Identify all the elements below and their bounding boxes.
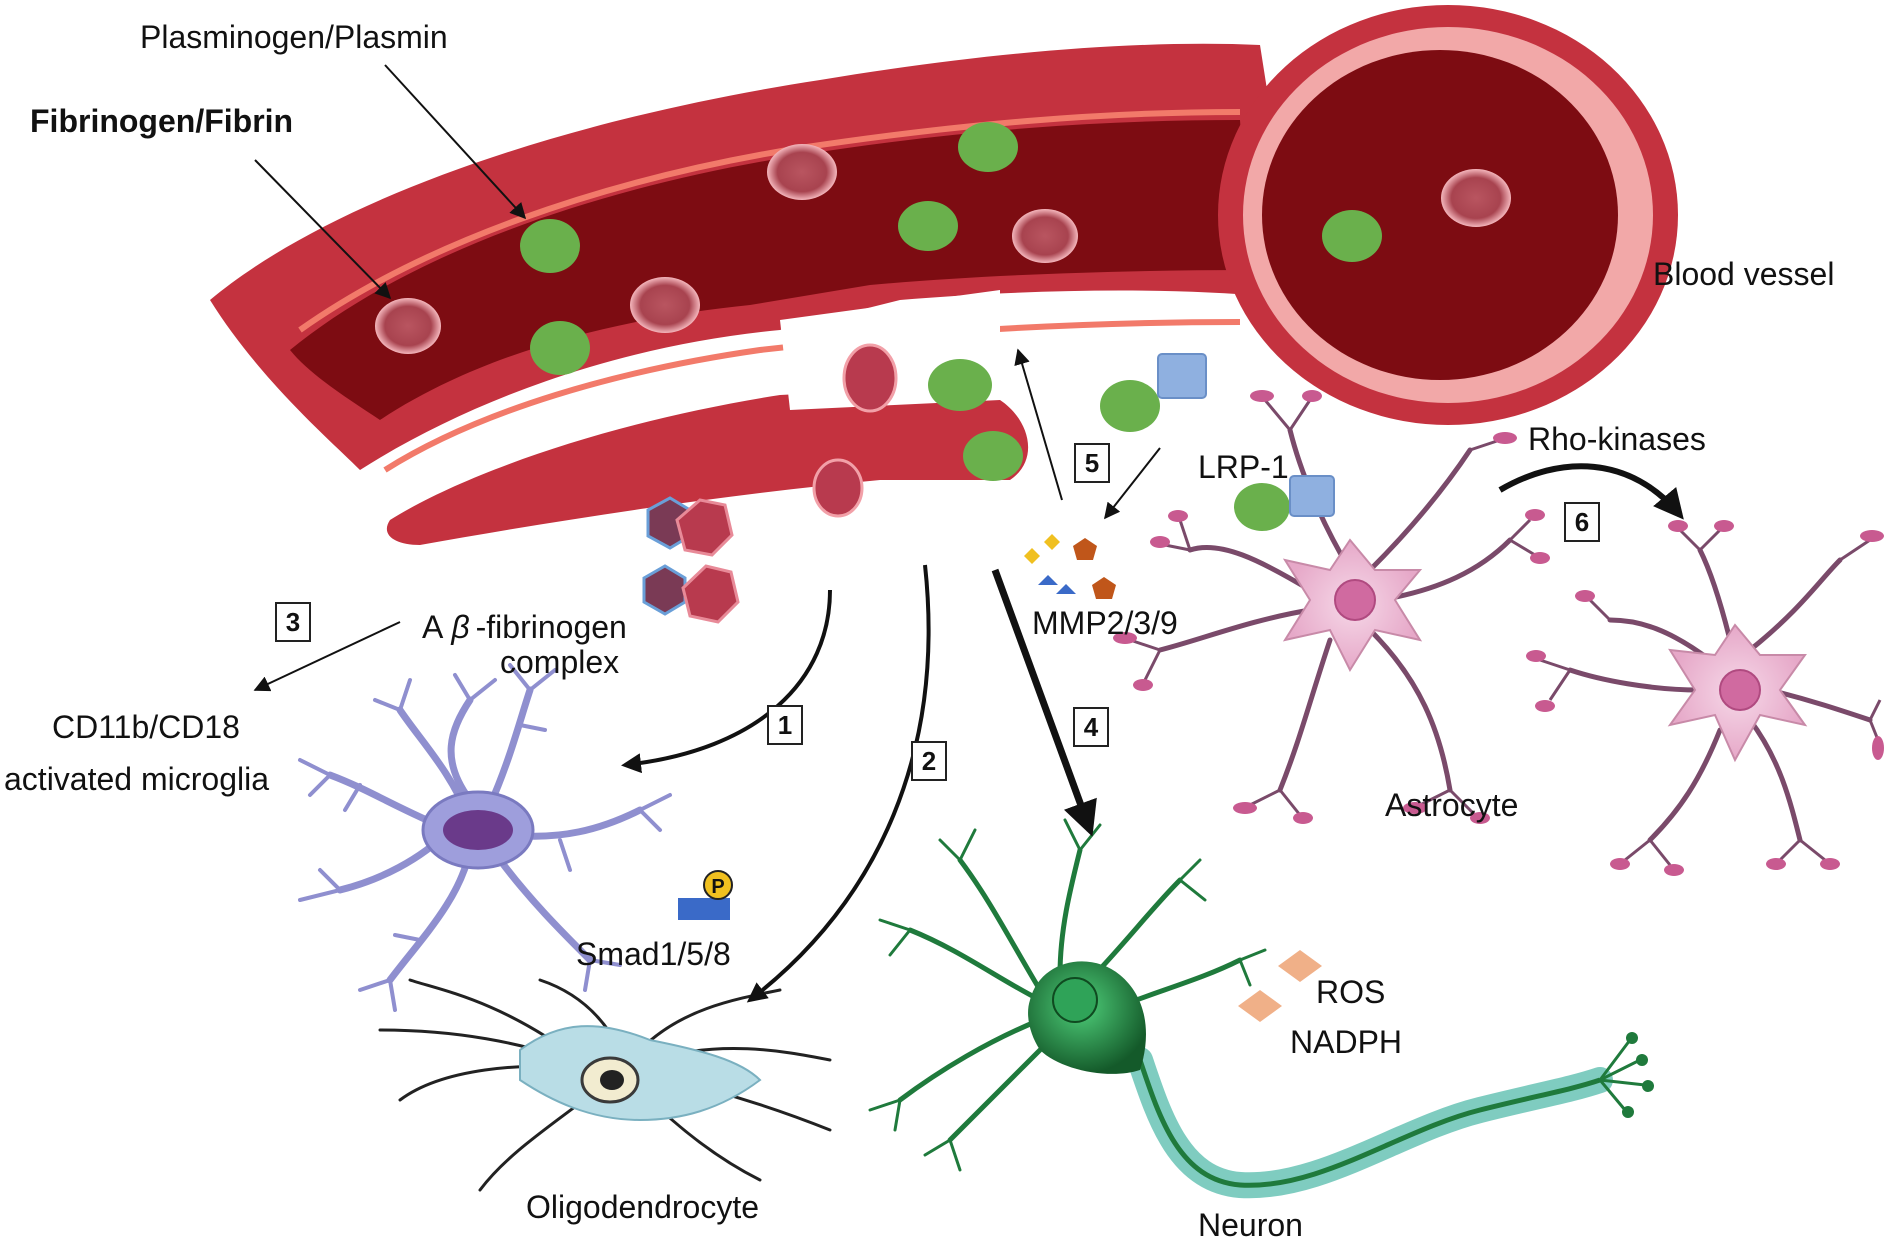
oligodendrocyte-body (519, 1025, 762, 1122)
rbc (375, 298, 441, 354)
fibrinogen-particle (520, 219, 580, 273)
phosphate-icon (703, 870, 733, 900)
arrow-pathway-2 (746, 564, 931, 1003)
label-ros: ROS (1316, 974, 1385, 1010)
label-astrocyte: Astrocyte (1385, 787, 1518, 823)
rbc-extravasated (812, 458, 864, 518)
mmp-triangle (1056, 584, 1076, 594)
vessel-lower-wall (386, 390, 1029, 545)
ros-particles (1238, 950, 1322, 1022)
svg-text:4: 4 (1084, 712, 1099, 742)
microglia-nucleus (443, 810, 513, 850)
rbc (630, 277, 700, 333)
astrocyte-right (1526, 520, 1884, 876)
label-fibrinogen: Fibrinogen/Fibrin (30, 103, 293, 139)
fibrinogen-particle (958, 122, 1018, 172)
label-rho-kinases: Rho-kinases (1528, 421, 1706, 457)
svg-text:5: 5 (1085, 448, 1099, 478)
lrp1-receptor (1157, 353, 1207, 399)
label-plasminogen: Plasminogen/Plasmin (140, 19, 448, 55)
arrow-pathway-3 (253, 621, 401, 692)
arrow-fibrinogen-pointer (254, 159, 392, 300)
neuron-axon (1137, 1059, 1601, 1188)
label-smad-phosphate: P (711, 876, 724, 898)
astrocyte-left-nucleus (1334, 579, 1376, 621)
fibrinogen-extravasated (1100, 380, 1160, 432)
rbc (767, 144, 837, 200)
smad-icon (678, 870, 733, 920)
neuron-cell (868, 818, 1654, 1199)
arrow-plasminogen-pointer (384, 64, 527, 220)
pathway-number-1: 1 (767, 705, 803, 745)
mmp-pentagon (1073, 538, 1097, 560)
vessel-lumen (290, 120, 1250, 420)
pathway-number-2: 2 (911, 741, 947, 781)
fibrinogen-particle (530, 321, 590, 375)
fibrinogen-bound (1234, 483, 1290, 531)
svg-text:1: 1 (778, 710, 792, 740)
label-mmp: MMP2/3/9 (1032, 605, 1178, 641)
arrow-pathway-4 (991, 568, 1097, 837)
label-lrp1: LRP-1 (1198, 449, 1289, 485)
oligodendrocyte-nucleolus (600, 1070, 624, 1090)
label-cd11b-line2: activated microglia (4, 761, 269, 797)
abeta-fibrinogen-complex (642, 496, 740, 624)
label-oligodendrocyte: Oligodendrocyte (526, 1189, 759, 1225)
svg-text:6: 6 (1575, 507, 1589, 537)
astrocyte-right-nucleus (1719, 669, 1761, 711)
arrow-pathway-6 (1498, 463, 1684, 520)
pathway-number-3: 3 (275, 602, 311, 642)
mmp-triangle (1038, 575, 1058, 585)
neuron-nucleus (1052, 977, 1098, 1023)
rbc-extravasated (842, 343, 898, 413)
label-blood-vessel: Blood vessel (1653, 256, 1834, 292)
svg-text:2: 2 (922, 746, 936, 776)
neuron-axon-myelin (1127, 1047, 1613, 1199)
arrow-pathway-5-up (1014, 348, 1063, 501)
label-neuron: Neuron (1198, 1207, 1303, 1242)
microglia-cell (298, 663, 672, 1012)
fibrinogen-extravasated (963, 431, 1023, 481)
fibrinogen-particle (898, 201, 958, 251)
pathway-number-6: 6 (1564, 502, 1600, 542)
mmp-diamond (1024, 548, 1040, 564)
svg-text:3: 3 (286, 607, 300, 637)
rbc (1012, 209, 1078, 263)
pathway-number-5: 5 (1074, 443, 1110, 483)
fibrinogen-in-vessel (520, 122, 1382, 375)
fibrinogen-extravasated (928, 359, 992, 411)
pathway-number-4: 4 (1073, 707, 1109, 747)
complex-particle (675, 498, 734, 557)
oligodendrocyte-cell (378, 978, 832, 1192)
label-nadph: NADPH (1290, 1024, 1402, 1060)
fibrinogen-particle (1322, 210, 1382, 262)
mmp-diamond (1044, 534, 1060, 550)
red-blood-cells-in-vessel (375, 144, 1511, 354)
complex-particle (681, 564, 740, 624)
label-abeta-complex-line2: complex (500, 644, 619, 680)
mmp-particles (1024, 534, 1116, 599)
arrow-pathway-5-down (1104, 447, 1161, 520)
rbc (1441, 169, 1511, 227)
label-smad: Smad1/5/8 (576, 936, 731, 972)
label-cd11b-line1: CD11b/CD18 (52, 709, 240, 745)
vessel-cross-section-lumen (1262, 50, 1618, 380)
complex-particle (642, 564, 687, 616)
extravasated-components (812, 343, 1207, 518)
mmp-pentagon (1092, 577, 1116, 599)
astrocyte-left (1113, 390, 1550, 824)
lrp1-receptor-astrocyte (1289, 475, 1335, 517)
